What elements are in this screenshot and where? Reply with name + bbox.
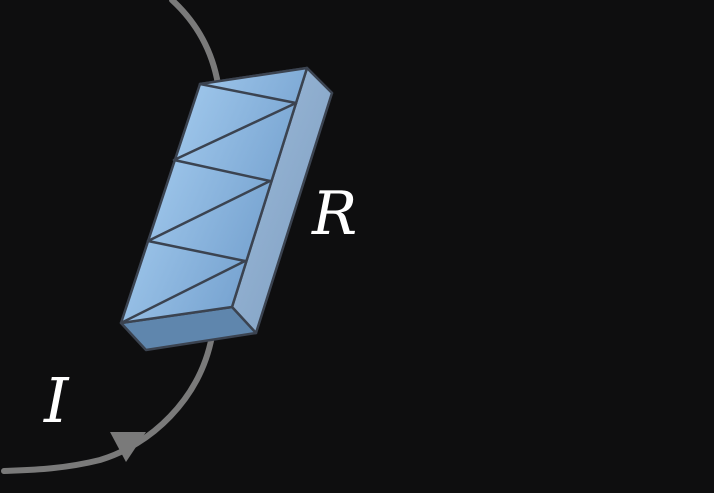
arrowhead-down-icon <box>110 432 146 462</box>
resistor-zigzag <box>119 82 298 325</box>
wire-bottom <box>1 333 215 474</box>
resistor-label: R <box>311 179 357 249</box>
resistor-front-face <box>119 66 309 325</box>
wire-top <box>169 0 221 87</box>
resistor-block <box>119 66 334 352</box>
current-label: I <box>43 364 70 437</box>
